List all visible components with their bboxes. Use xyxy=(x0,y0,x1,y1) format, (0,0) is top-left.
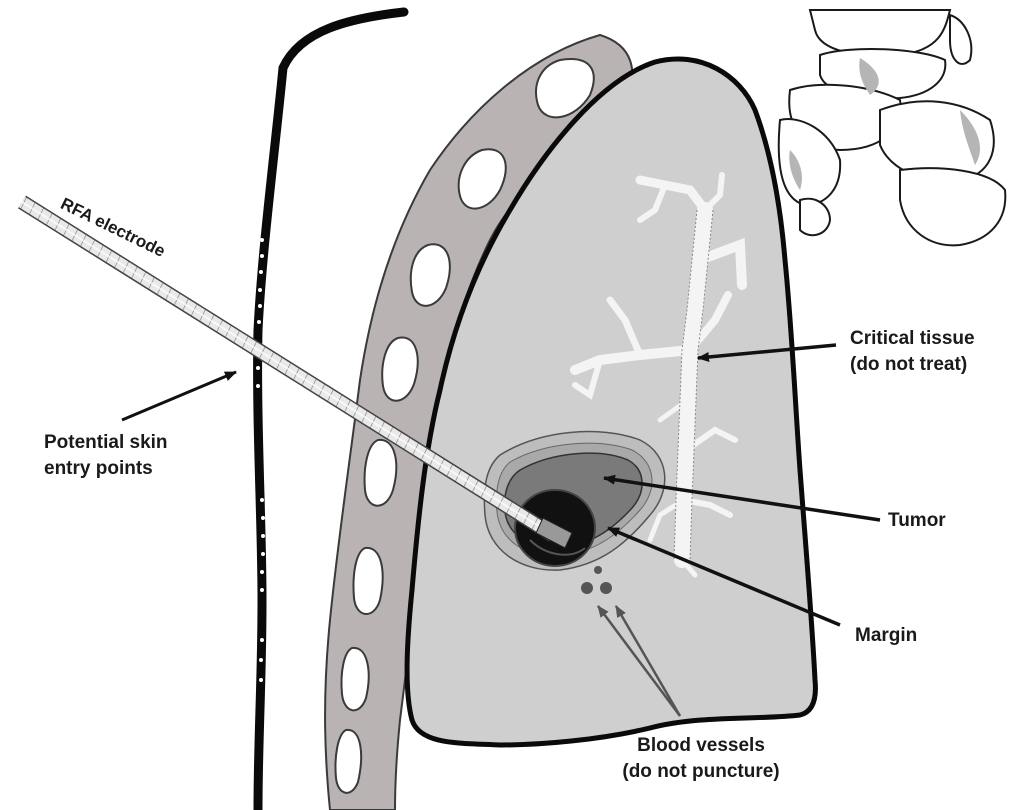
critical-tissue-label-line2: (do not treat) xyxy=(850,352,975,378)
blood-vessels-label: Blood vessels (do not puncture) xyxy=(616,733,786,785)
skin-entry-label-line1: Potential skin xyxy=(44,430,168,456)
skin-entry-label-line2: entry points xyxy=(44,456,168,482)
critical-tissue-label: Critical tissue (do not treat) xyxy=(850,326,975,378)
margin-label: Margin xyxy=(855,623,917,649)
blood-vessels-label-line1: Blood vessels xyxy=(616,733,786,759)
critical-tissue-label-line1: Critical tissue xyxy=(850,326,975,352)
arrow-skin-entry xyxy=(122,372,236,420)
skin-entry-label: Potential skin entry points xyxy=(44,430,168,482)
tumor-label: Tumor xyxy=(888,508,946,534)
blood-vessels-label-line2: (do not puncture) xyxy=(616,759,786,785)
